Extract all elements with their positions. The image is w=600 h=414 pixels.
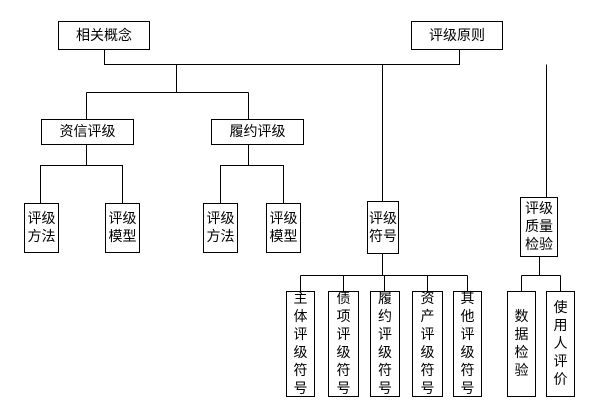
node-performance-rating-symbols: 履 约 评 级 符 号 <box>370 291 400 397</box>
connector-quality-children <box>521 257 561 291</box>
connector-top-join <box>104 50 460 65</box>
node-entity-rating-symbols: 主 体 评 级 符 号 <box>286 291 315 397</box>
node-other-rating-symbols: 其 他 评 级 符 号 <box>453 291 482 397</box>
connector-symbol-children <box>300 254 468 291</box>
node-rating-symbols: 评级 符号 <box>367 201 399 254</box>
node-rating-quality-check: 评级 质量 检验 <box>520 197 558 257</box>
node-data-check: 数 据 检 验 <box>507 291 536 397</box>
node-performance-rating: 履约评级 <box>211 119 304 145</box>
connector-credit-children <box>40 145 123 203</box>
node-related-concepts: 相关概念 <box>58 21 150 50</box>
node-asset-rating-symbols: 资 产 评 级 符 号 <box>412 291 443 397</box>
node-user-evaluation: 使 用 人 评 价 <box>546 291 575 397</box>
node-debt-rating-symbols: 债 项 评 级 符 号 <box>328 291 359 397</box>
node-performance-model: 评级 模型 <box>266 203 301 253</box>
node-credit-method: 评级 方法 <box>24 203 59 253</box>
node-credit-model: 评级 模型 <box>105 203 140 253</box>
node-credit-rating: 资信评级 <box>41 119 134 145</box>
node-rating-principles: 评级原则 <box>411 21 503 50</box>
node-performance-method: 评级 方法 <box>203 203 238 253</box>
connector-performance-children <box>220 145 284 203</box>
